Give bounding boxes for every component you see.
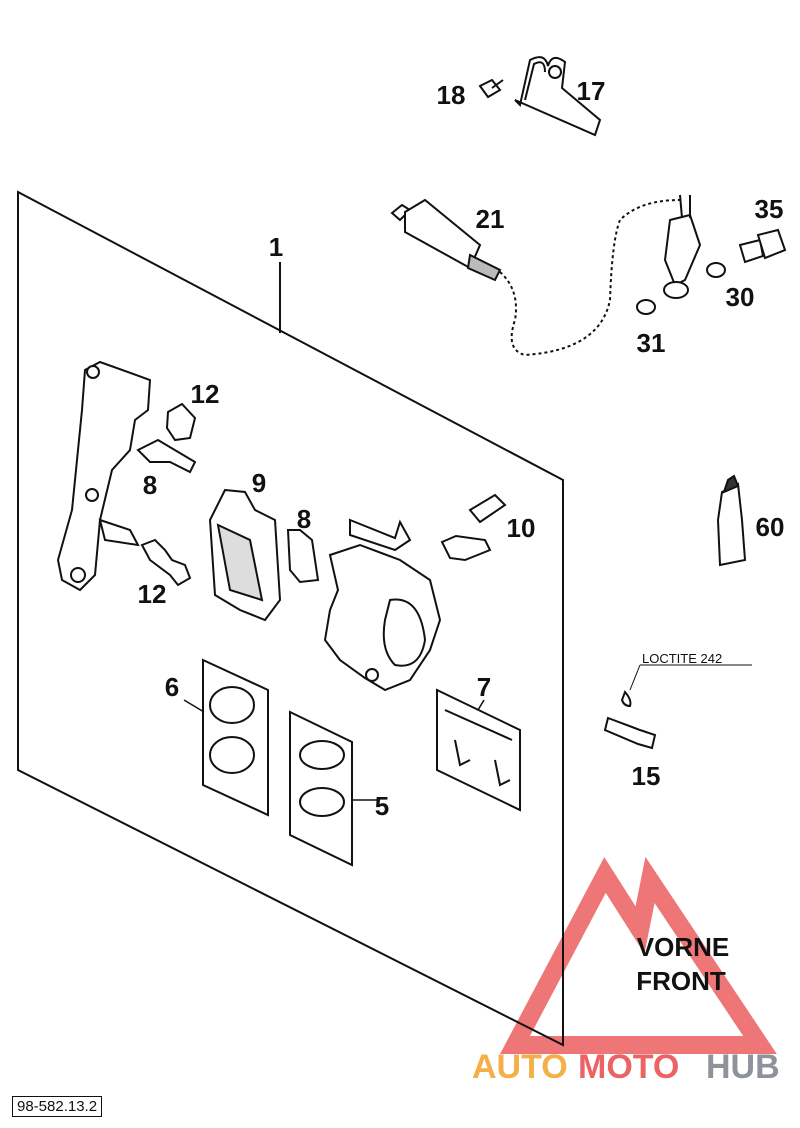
label-5: 5 bbox=[375, 791, 389, 821]
spring-clip-8-middle bbox=[286, 529, 320, 584]
bolt-18 bbox=[478, 78, 504, 99]
watermark-moto: MOTO bbox=[578, 1048, 679, 1086]
watermark-triangle bbox=[500, 856, 777, 1054]
label-7: 7 bbox=[477, 672, 491, 702]
label-21: 21 bbox=[476, 204, 505, 234]
direction-front: FRONT bbox=[636, 966, 726, 996]
label-31: 31 bbox=[637, 328, 666, 358]
label-8-upper: 8 bbox=[143, 470, 157, 500]
direction-vorne: VORNE bbox=[637, 932, 729, 962]
label-10: 10 bbox=[507, 513, 536, 543]
label-35: 35 bbox=[755, 194, 784, 224]
label-30: 30 bbox=[726, 282, 755, 312]
label-8-middle: 8 bbox=[297, 504, 311, 534]
seals-5 bbox=[289, 710, 353, 867]
sealant-tube-60 bbox=[716, 474, 747, 567]
bushing-12-lower bbox=[140, 538, 192, 587]
leader-lines bbox=[183, 699, 485, 801]
washer-30 bbox=[706, 262, 726, 278]
bushing-12-upper bbox=[165, 402, 197, 442]
banjo-bolt-35 bbox=[738, 228, 787, 264]
label-9: 9 bbox=[252, 468, 266, 498]
caliper-body bbox=[323, 518, 442, 692]
label-17: 17 bbox=[577, 76, 606, 106]
label-60: 60 bbox=[756, 512, 785, 542]
screw-15 bbox=[603, 690, 657, 750]
label-12-upper: 12 bbox=[191, 379, 220, 409]
label-15: 15 bbox=[632, 761, 661, 791]
washer-31 bbox=[636, 299, 656, 315]
watermark-hub: HUB bbox=[706, 1048, 780, 1086]
pin-kit-7 bbox=[436, 688, 521, 812]
label-6: 6 bbox=[165, 672, 179, 702]
brake-pad-9 bbox=[208, 488, 282, 622]
spring-clip-8-upper bbox=[136, 438, 197, 474]
caliper-bracket bbox=[56, 360, 152, 592]
brake-hose-21 bbox=[390, 198, 681, 357]
label-1: 1 bbox=[269, 232, 283, 262]
label-12-lower: 12 bbox=[138, 579, 167, 609]
spring-clip-17 bbox=[514, 56, 602, 137]
reference-code: 98-582.13.2 bbox=[12, 1096, 103, 1117]
watermark-auto: AUTO bbox=[472, 1048, 568, 1086]
watermark-logo: AUTO MOTO HUB bbox=[472, 1048, 780, 1086]
banjo-fitting bbox=[663, 194, 702, 299]
bleed-valve-10 bbox=[440, 493, 507, 562]
loctite-label: LOCTITE 242 bbox=[642, 651, 722, 666]
pistons-6 bbox=[202, 658, 269, 817]
label-18: 18 bbox=[437, 80, 466, 110]
kit-panel bbox=[17, 190, 564, 1047]
